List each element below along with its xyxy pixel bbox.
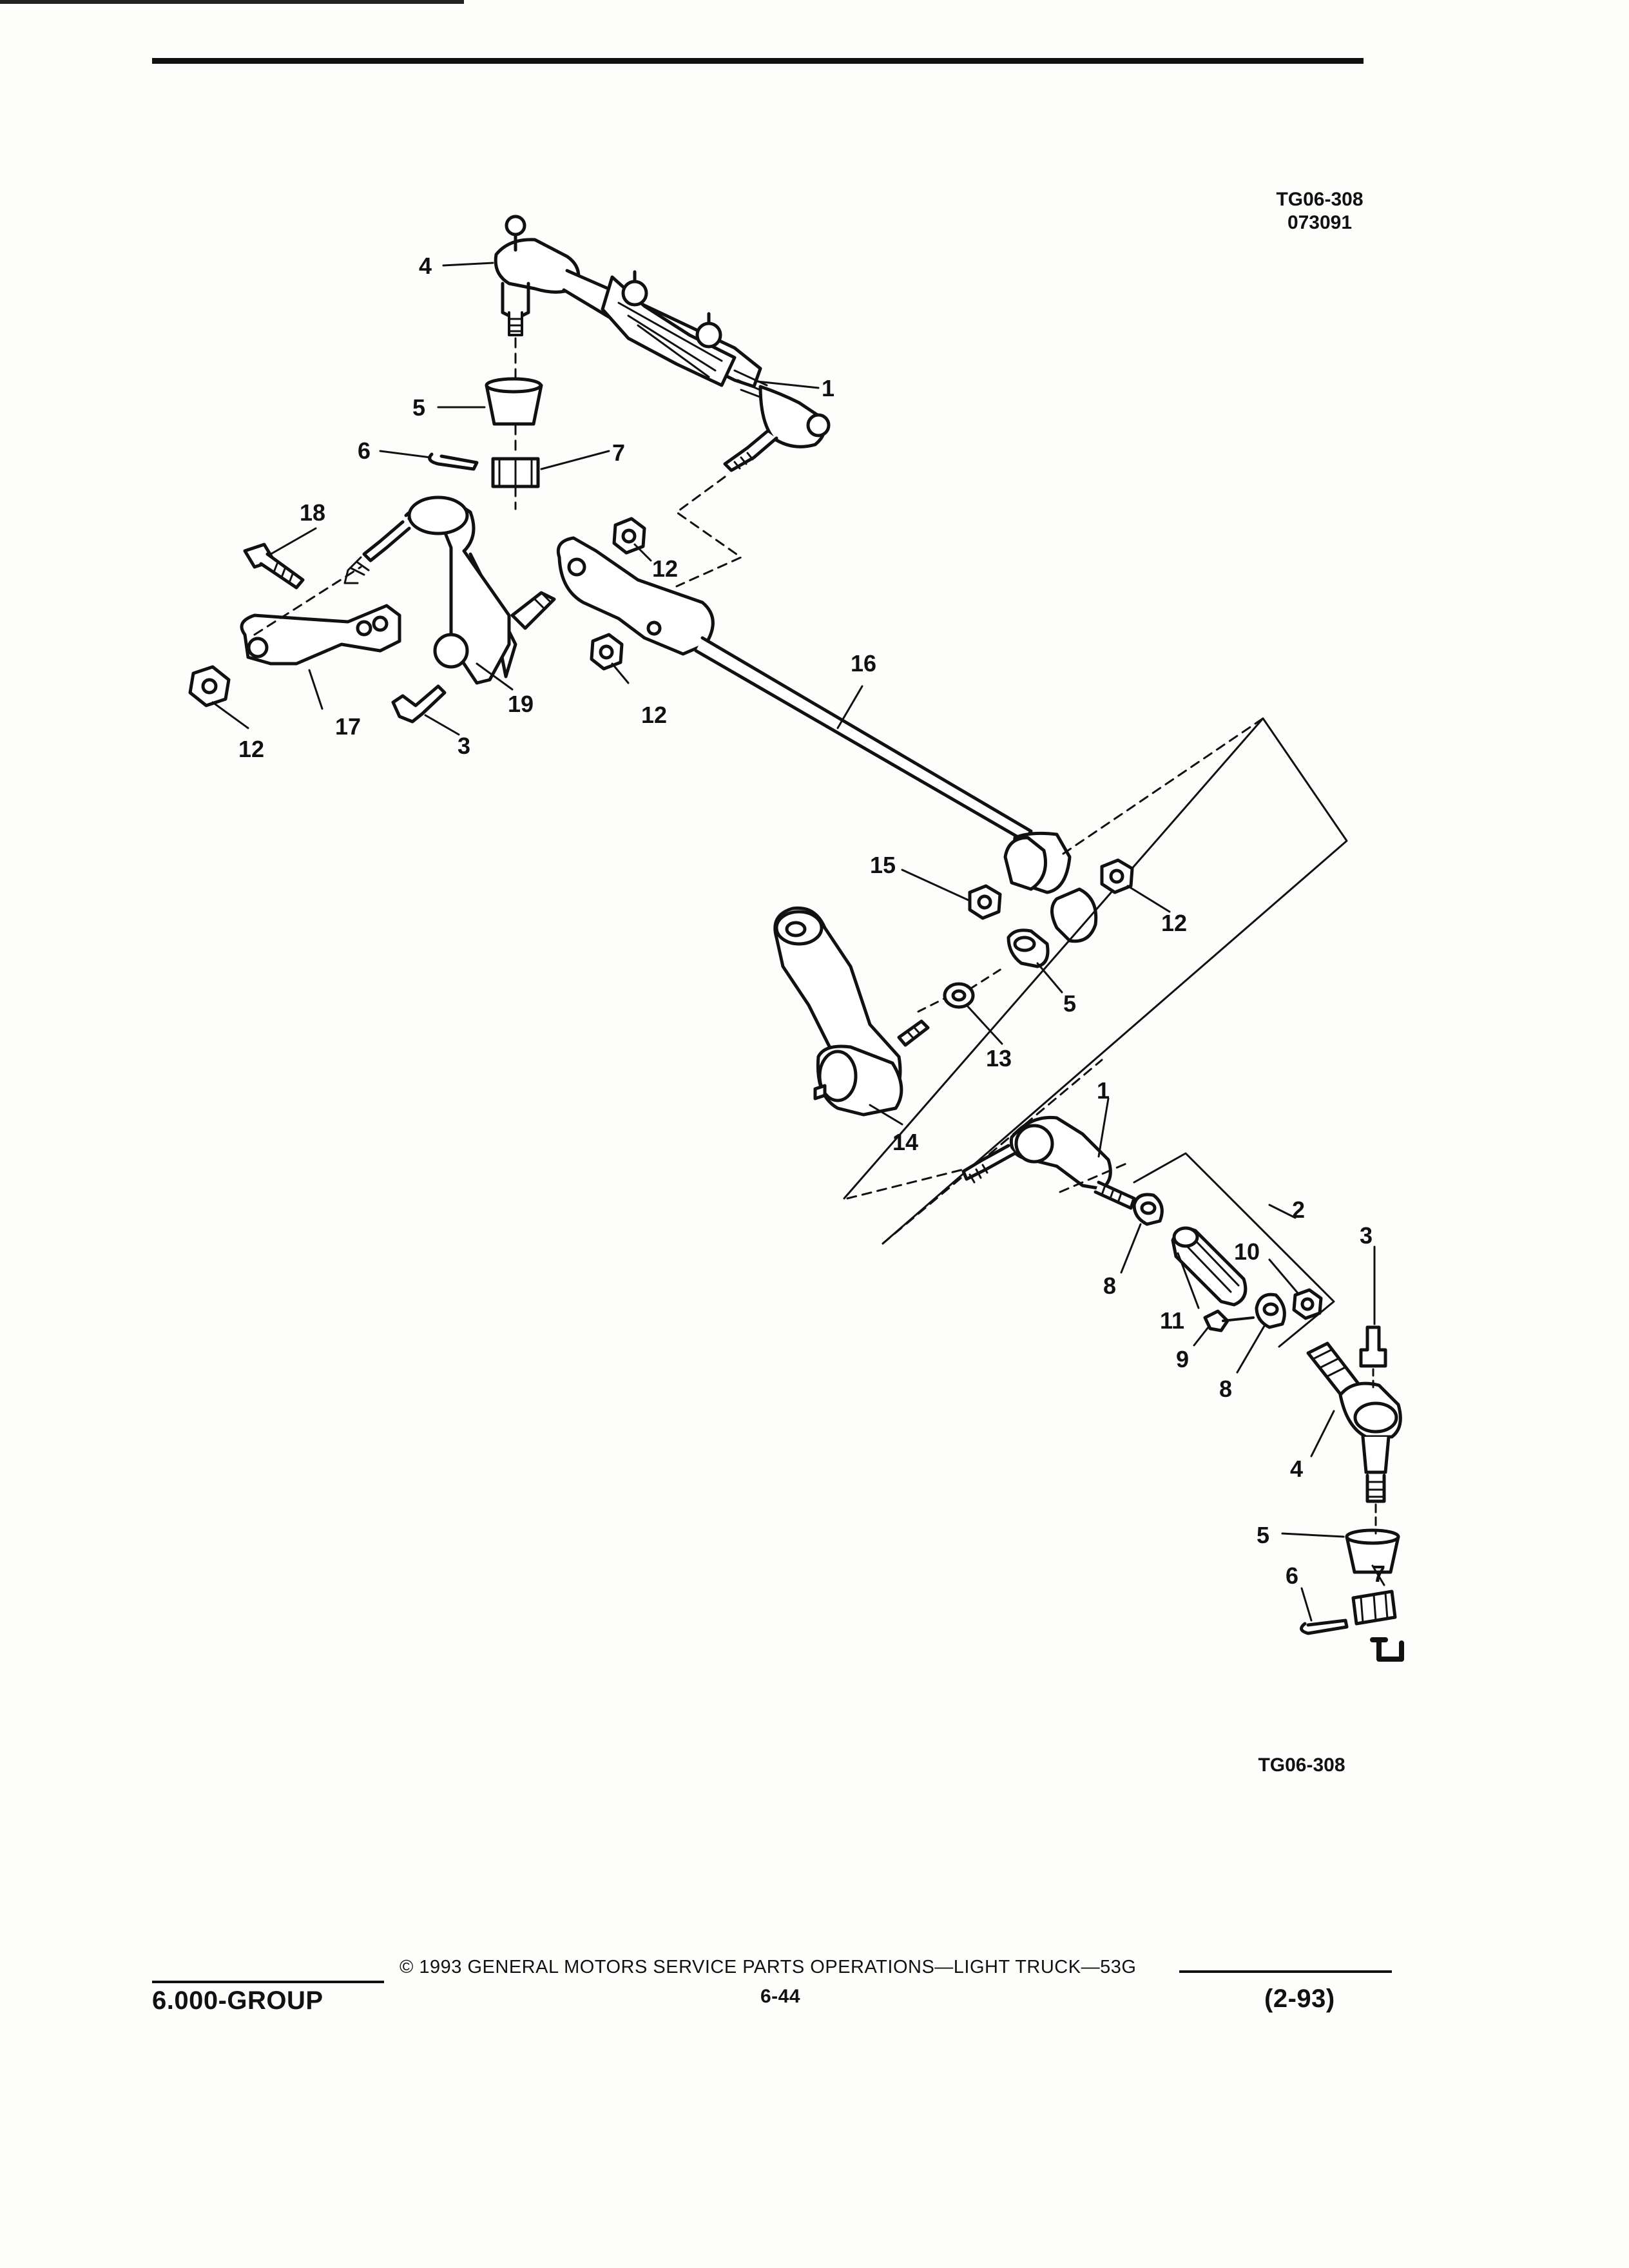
pitman-arm: [773, 906, 930, 1117]
callout-3-lower: 3: [1360, 1222, 1373, 1249]
callout-7-lower: 7: [1373, 1561, 1385, 1587]
relay-rod: [556, 536, 1098, 943]
figure-ref-code: TG06-308: [1276, 189, 1364, 210]
callout-17: 17: [335, 713, 361, 740]
cotter-pin-hook: [1370, 1637, 1404, 1662]
lower-outer-tie-rod-end: [1306, 1341, 1402, 1503]
cotter-pin-lower: [1300, 1619, 1349, 1635]
idler-bracket-17: [240, 604, 401, 666]
grease-fitting-3: [391, 684, 447, 724]
washer-13: [943, 982, 975, 1009]
top-rule: [152, 58, 1364, 64]
callout-12-a: 12: [652, 555, 678, 582]
callout-13: 13: [986, 1045, 1012, 1072]
callout-5-mid: 5: [1063, 990, 1076, 1017]
callout-6-upper: 6: [358, 437, 371, 464]
lower-tie-rod-end: [961, 1115, 1136, 1210]
callout-7-upper: 7: [612, 439, 625, 466]
figure-reference-bottom: TG06-308: [1258, 1754, 1345, 1776]
nut-10: [1292, 1288, 1323, 1320]
callout-19: 19: [508, 691, 534, 717]
callout-1-upper: 1: [822, 375, 834, 401]
callout-4-lower: 4: [1290, 1456, 1303, 1482]
callout-8-b: 8: [1219, 1376, 1232, 1402]
upper-tie-rod-assembly: [494, 215, 831, 472]
bolt-9: [1203, 1309, 1229, 1332]
callout-6-lower: 6: [1286, 1562, 1298, 1589]
callout-5-lower: 5: [1257, 1522, 1269, 1548]
callout-2: 2: [1292, 1196, 1305, 1223]
figure-date-code: 073091: [1287, 212, 1353, 233]
callout-12-d: 12: [1161, 910, 1187, 936]
cotter-pin-upper: [428, 452, 479, 471]
callout-1-lower: 1: [1097, 1077, 1110, 1104]
callout-11: 11: [1160, 1307, 1184, 1334]
footer-date: (2-93): [1264, 1984, 1335, 2013]
clamp-8-upper: [1132, 1193, 1164, 1226]
clamp-8-lower: [1255, 1293, 1286, 1329]
nut-15: [968, 884, 1002, 920]
callout-14: 14: [892, 1129, 918, 1155]
nut-12-right: [1100, 858, 1134, 894]
callout-8-a: 8: [1103, 1273, 1116, 1299]
figure-reference-top: TG06-308 073091: [1262, 188, 1378, 235]
scan-edge-mark: [0, 0, 464, 4]
grease-fitting-3-lower: [1359, 1325, 1387, 1368]
callout-16: 16: [851, 650, 876, 677]
footer-rule-right: [1179, 1970, 1392, 1973]
callout-12-b: 12: [641, 702, 667, 728]
footer-page-number: 6-44: [760, 1986, 801, 2007]
callout-4-upper: 4: [419, 253, 432, 279]
callout-3-upper: 3: [458, 733, 470, 759]
nut-12-lower: [590, 633, 624, 671]
idler-arm: [343, 495, 556, 685]
nut-12-upper-right: [612, 517, 646, 555]
callout-18: 18: [300, 499, 325, 526]
callout-10: 10: [1234, 1238, 1260, 1265]
callout-5-upper: 5: [412, 394, 425, 421]
callout-15: 15: [870, 852, 896, 878]
footer-copyright: © 1993 GENERAL MOTORS SERVICE PARTS OPER…: [400, 1957, 1137, 1977]
nut-12-left: [188, 665, 231, 707]
footer-group: 6.000-GROUP: [152, 1986, 323, 2015]
callout-9: 9: [1176, 1346, 1189, 1372]
footer-rule-left: [152, 1981, 384, 1983]
callout-12-c: 12: [238, 736, 264, 762]
